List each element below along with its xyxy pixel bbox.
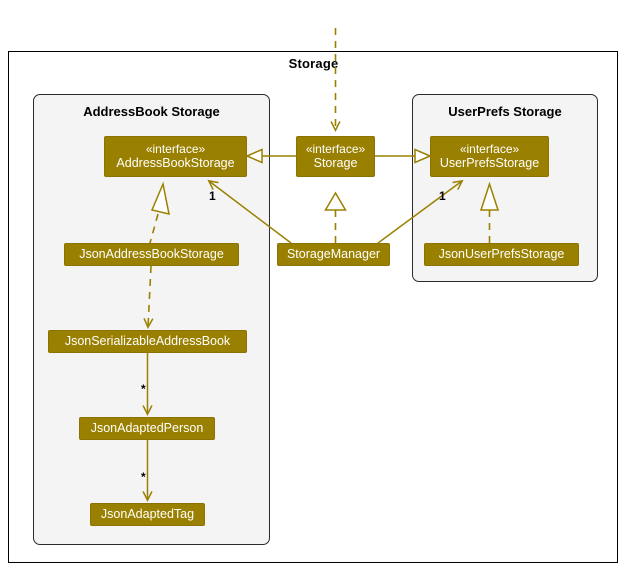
node-label: Storage <box>313 156 358 171</box>
multiplicity-jsonadaptedtag: * <box>141 470 146 484</box>
node-label: JsonAddressBookStorage <box>79 247 224 262</box>
node-jsonadaptedperson[interactable]: JsonAdaptedPerson <box>79 417 215 440</box>
node-addressbookstorage[interactable]: «interface» AddressBookStorage <box>104 136 247 177</box>
package-title-addressbook-storage: AddressBook Storage <box>83 104 220 119</box>
node-label: JsonUserPrefsStorage <box>438 247 565 262</box>
node-storage[interactable]: «interface» Storage <box>296 136 375 177</box>
node-jsonuserprefsstorage[interactable]: JsonUserPrefsStorage <box>424 243 579 266</box>
node-label: StorageManager <box>286 247 381 262</box>
frame-title: Storage <box>288 56 339 71</box>
node-stereotype: «interface» <box>459 142 520 157</box>
multiplicity-userprefsstorage: 1 <box>439 189 446 203</box>
node-jsonserializableaddressbook[interactable]: JsonSerializableAddressBook <box>48 330 247 353</box>
multiplicity-jsonadaptedperson: * <box>141 382 146 396</box>
node-storagemanager[interactable]: StorageManager <box>277 243 390 266</box>
node-jsonadaptedtag[interactable]: JsonAdaptedTag <box>90 503 205 526</box>
node-label: UserPrefsStorage <box>439 156 540 171</box>
node-label: AddressBookStorage <box>116 156 235 171</box>
multiplicity-addressbookstorage: 1 <box>209 189 216 203</box>
node-jsonaddressbookstorage[interactable]: JsonAddressBookStorage <box>64 243 239 266</box>
node-label: JsonAdaptedTag <box>100 507 195 522</box>
node-label: JsonSerializableAddressBook <box>64 334 231 349</box>
node-userprefsstorage[interactable]: «interface» UserPrefsStorage <box>430 136 549 177</box>
package-title-userprefs-storage: UserPrefs Storage <box>448 104 562 119</box>
node-label: JsonAdaptedPerson <box>90 421 204 436</box>
node-stereotype: «interface» <box>145 142 206 157</box>
node-stereotype: «interface» <box>305 142 366 157</box>
